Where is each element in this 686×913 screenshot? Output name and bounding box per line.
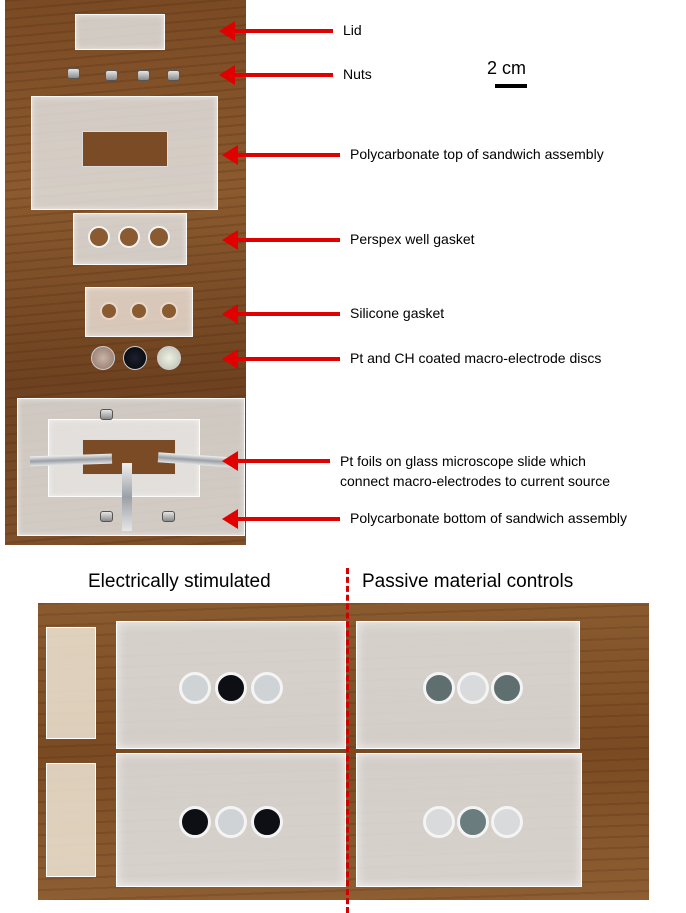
label-electrode-discs: Pt and CH coated macro-electrode discs: [350, 350, 602, 366]
well: [457, 806, 489, 838]
well: [251, 806, 283, 838]
exploded-assembly-photo: [5, 0, 246, 545]
well: [491, 806, 523, 838]
silicone-gasket-part: [85, 287, 193, 337]
device-stimulated: [116, 753, 346, 887]
pt-foil-vertical: [122, 463, 132, 531]
nut: [137, 70, 150, 81]
well: [423, 672, 455, 704]
lid-part: [75, 14, 165, 50]
perspex-gasket-part: [73, 213, 187, 265]
well-hole: [88, 226, 110, 248]
nut: [167, 70, 180, 81]
arrow-lid: [219, 21, 333, 41]
arrow-polycarbonate-top: [222, 145, 340, 165]
arrow-pt-foils: [222, 451, 330, 471]
well: [179, 806, 211, 838]
electrode-disc-control: [157, 346, 181, 370]
nut: [100, 511, 113, 522]
label-pt-foils-line1: Pt foils on glass microscope slide which: [340, 453, 586, 469]
well: [215, 806, 247, 838]
nut: [162, 511, 175, 522]
label-nuts: Nuts: [343, 66, 372, 82]
lid-part: [46, 763, 96, 877]
window-cutout: [82, 131, 168, 167]
polycarbonate-top-part: [31, 96, 218, 210]
well: [491, 672, 523, 704]
arrow-silicone-gasket: [222, 304, 340, 324]
assembled-devices-photo: [38, 603, 649, 900]
well-hole: [148, 226, 170, 248]
gasket-hole: [160, 302, 178, 320]
label-silicone-gasket: Silicone gasket: [350, 305, 445, 321]
well-hole: [118, 226, 140, 248]
gasket-hole: [100, 302, 118, 320]
device-stimulated: [116, 621, 346, 749]
arrow-polycarbonate-bottom: [222, 509, 340, 529]
scale-bar: [495, 84, 527, 88]
caption-electrically-stimulated: Electrically stimulated: [88, 571, 271, 592]
label-perspex-gasket: Perspex well gasket: [350, 231, 475, 247]
well: [215, 672, 247, 704]
caption-passive-controls: Passive material controls: [362, 571, 574, 592]
label-polycarbonate-bottom: Polycarbonate bottom of sandwich assembl…: [350, 510, 628, 526]
arrow-electrode-discs: [222, 349, 340, 369]
device-control: [356, 753, 582, 887]
device-control: [356, 621, 580, 749]
label-polycarbonate-top: Polycarbonate top of sandwich assembly: [350, 146, 604, 162]
nut: [100, 409, 113, 420]
group-divider: [346, 568, 349, 913]
electrode-disc-pt: [91, 346, 115, 370]
electrode-disc-ch: [123, 346, 147, 370]
well: [457, 672, 489, 704]
label-lid: Lid: [343, 22, 362, 38]
arrow-perspex-gasket: [222, 230, 340, 250]
gasket-hole: [130, 302, 148, 320]
lid-part: [46, 627, 96, 739]
scale-label: 2 cm: [487, 58, 527, 78]
nut: [105, 70, 118, 81]
nut: [67, 68, 80, 79]
well: [179, 672, 211, 704]
label-pt-foils-line2: connect macro-electrodes to current sour…: [340, 473, 611, 489]
well: [251, 672, 283, 704]
polycarbonate-bottom-part: [17, 398, 245, 536]
arrow-nuts: [219, 65, 333, 85]
well: [423, 806, 455, 838]
